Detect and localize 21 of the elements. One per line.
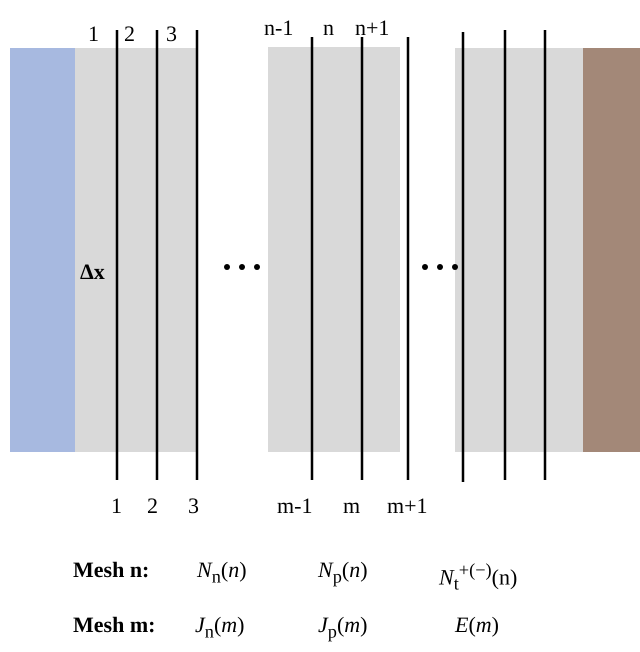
- variable-label: E(m): [455, 613, 499, 637]
- mesh-index: n-1: [264, 16, 294, 40]
- step-label: Δx: [80, 260, 105, 284]
- mesh-index: 1: [88, 22, 99, 46]
- row-heading: Mesh m:: [73, 613, 156, 637]
- variable-label: N$_{n}$(n): [197, 558, 247, 588]
- mesh-index: 3: [188, 494, 199, 518]
- mesh-index: n+1: [355, 16, 390, 40]
- variable-label: J$_{p}$(m): [318, 613, 368, 644]
- mesh-index: m: [343, 494, 360, 518]
- mesh-index: 1: [111, 494, 122, 518]
- mesh-index: m-1: [277, 494, 312, 518]
- mesh-index: 3: [166, 22, 177, 46]
- mesh-index: 2: [147, 494, 158, 518]
- row-heading: Mesh n:: [73, 558, 150, 582]
- variable-label: N$_{t}$$^{+(−)}$(n): [439, 559, 518, 596]
- mesh-index: 2: [124, 22, 135, 46]
- variable-label: N$_{p}$(n): [318, 558, 368, 588]
- variable-label: J$_{n}$(m): [195, 613, 244, 644]
- mesh-index: n: [323, 16, 334, 40]
- mesh-index: m+1: [387, 494, 428, 518]
